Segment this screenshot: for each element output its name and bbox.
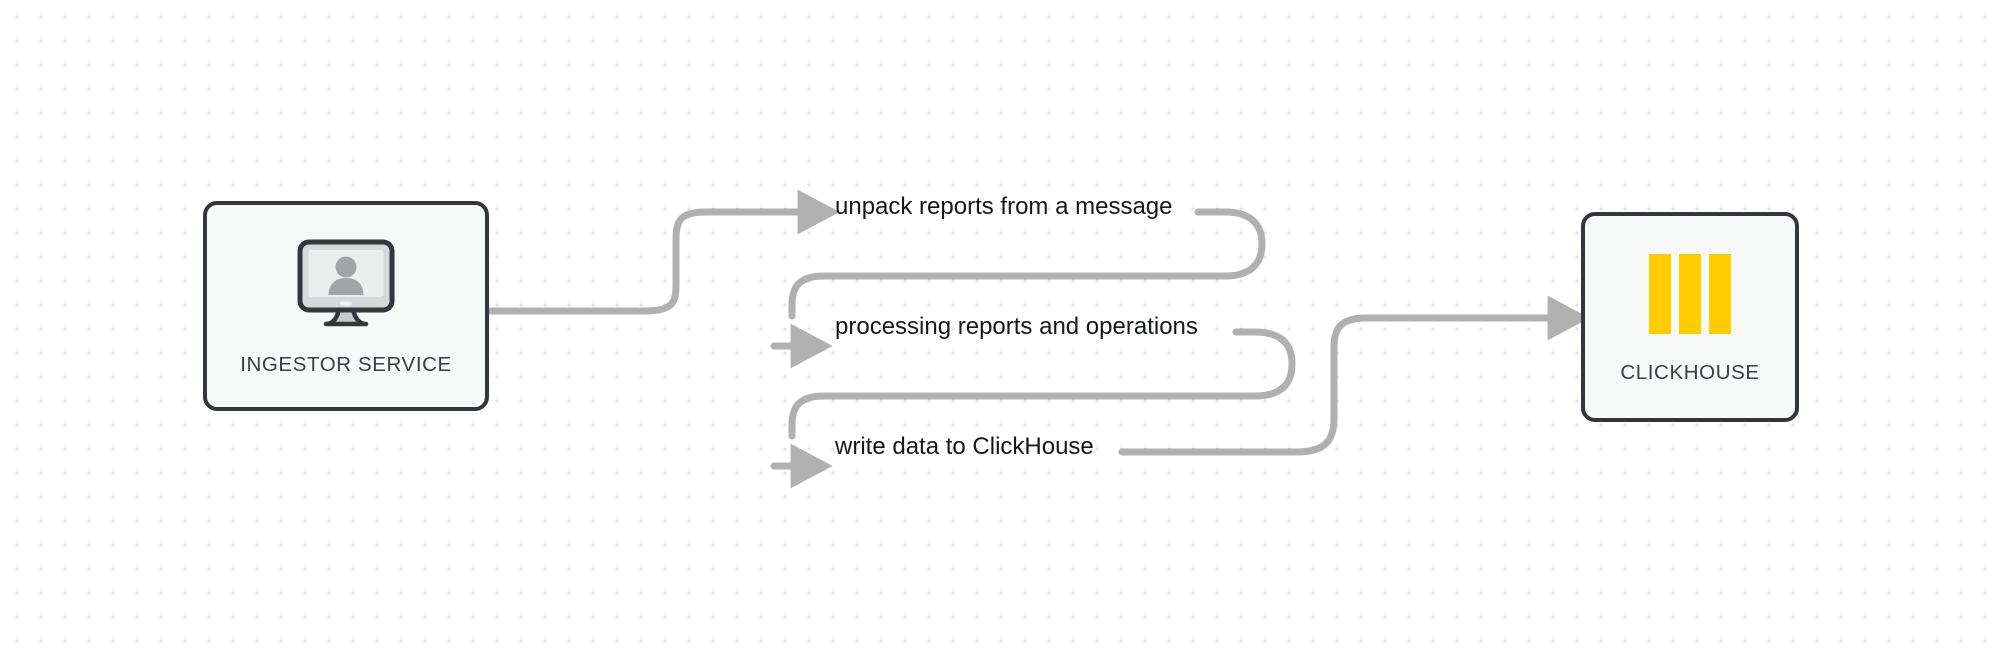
edge-path-ingestor-to-unpack <box>486 189 840 315</box>
node-clickhouse[interactable]: CLICKHOUSE <box>1581 212 1799 422</box>
edge-path-write-to-clickhouse <box>1118 295 1590 456</box>
node-ingestor-service[interactable]: INGESTOR SERVICE <box>203 201 489 411</box>
edge-label-processing-reports: processing reports and operations <box>835 313 1198 340</box>
edge-path-processing-to-write <box>788 328 1296 440</box>
clickhouse-bars-icon <box>1643 250 1737 343</box>
monitor-user-icon <box>294 236 398 337</box>
node-label-ingestor-service: INGESTOR SERVICE <box>240 352 452 376</box>
edge-label-unpack-reports: unpack reports from a message <box>835 193 1173 220</box>
node-label-clickhouse: CLICKHOUSE <box>1620 360 1760 384</box>
edge-label-write-data: write data to ClickHouse <box>835 433 1094 460</box>
edge-path-unpack-to-processing <box>788 208 1266 320</box>
